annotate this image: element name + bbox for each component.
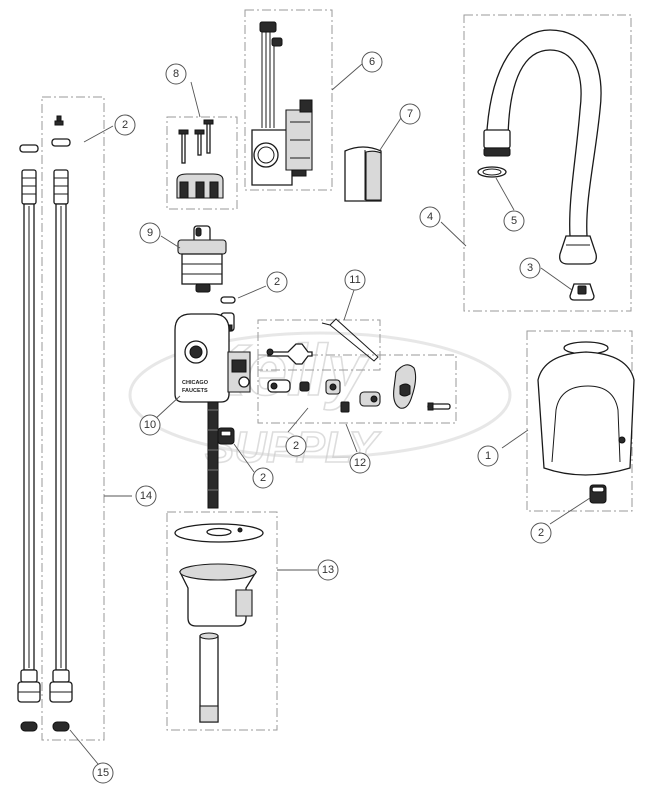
callout-label-4: 4 — [427, 211, 433, 223]
callout-10: 10 — [139, 414, 161, 436]
callout-label-13: 13 — [322, 564, 334, 576]
base-cover — [537, 341, 635, 504]
group-box-screws — [166, 116, 238, 210]
callout-label-6: 6 — [369, 56, 375, 68]
callout-1: 1 — [477, 445, 499, 467]
callout-9: 9 — [139, 222, 161, 244]
callout-label-14: 14 — [140, 490, 152, 502]
callout-label-3: 3 — [527, 262, 533, 274]
callout-label-10: 10 — [144, 419, 156, 431]
callout-4: 4 — [419, 206, 441, 228]
callout-label-11: 11 — [349, 274, 360, 286]
callout-15: 15 — [92, 762, 114, 784]
faucet-body: CHICAGO FAUCETS — [174, 312, 251, 509]
supply-hose-right — [49, 115, 73, 732]
callout-label-1: 1 — [485, 450, 491, 462]
callout-14: 14 — [135, 485, 157, 507]
callout-label-2d: 2 — [260, 472, 266, 484]
aerator — [477, 166, 507, 178]
spout — [483, 29, 602, 265]
callout-13: 13 — [317, 559, 339, 581]
callout-2-hoses: 2 — [114, 114, 136, 136]
body-nut — [217, 427, 235, 445]
group-box-hoses — [41, 96, 105, 741]
sensor-cover — [344, 146, 382, 202]
callout-8: 8 — [165, 63, 187, 85]
group-box-mounting — [166, 511, 278, 731]
callout-label-8: 8 — [173, 68, 179, 80]
leader-lines — [69, 63, 591, 765]
callout-6: 6 — [361, 51, 383, 73]
sensor-module — [251, 21, 313, 186]
callout-label-9: 9 — [147, 227, 153, 239]
group-box-valve-kit — [257, 354, 457, 424]
group-boxes — [41, 9, 633, 741]
callout-label-15: 15 — [97, 767, 109, 779]
group-box-sensor — [244, 9, 333, 191]
callout-3: 3 — [519, 257, 541, 279]
callout-12: 12 — [349, 452, 371, 474]
callout-2-nut: 2 — [252, 467, 274, 489]
o-ring-cartridge — [220, 296, 236, 304]
callout-label-12: 12 — [354, 457, 366, 469]
callout-label-2e: 2 — [538, 527, 544, 539]
supply-hose-left — [17, 144, 41, 732]
cartridge — [177, 225, 227, 293]
body-brand-line-2: FAUCETS — [182, 388, 208, 394]
spout-base-fitting — [569, 283, 595, 301]
callout-label-2a: 2 — [122, 119, 128, 131]
callout-label-2b: 2 — [274, 276, 280, 288]
body-brand-line-1: CHICAGO — [182, 380, 209, 386]
callout-7: 7 — [399, 103, 421, 125]
callout-2-valve: 2 — [285, 435, 307, 457]
callout-11: 11 — [344, 269, 366, 291]
callout-label-5: 5 — [511, 215, 517, 227]
callout-2-cover: 2 — [530, 522, 552, 544]
callout-2-cartridge: 2 — [266, 271, 288, 293]
valve-kit — [267, 364, 451, 413]
callout-5: 5 — [503, 210, 525, 232]
group-box-wrench-kit — [257, 319, 381, 371]
screws-and-clip — [176, 119, 224, 199]
mounting-kit — [174, 523, 264, 723]
wrench-kit — [266, 318, 379, 365]
group-box-spout — [463, 14, 632, 312]
callout-label-2c: 2 — [293, 440, 299, 452]
callout-label-7: 7 — [407, 108, 413, 120]
